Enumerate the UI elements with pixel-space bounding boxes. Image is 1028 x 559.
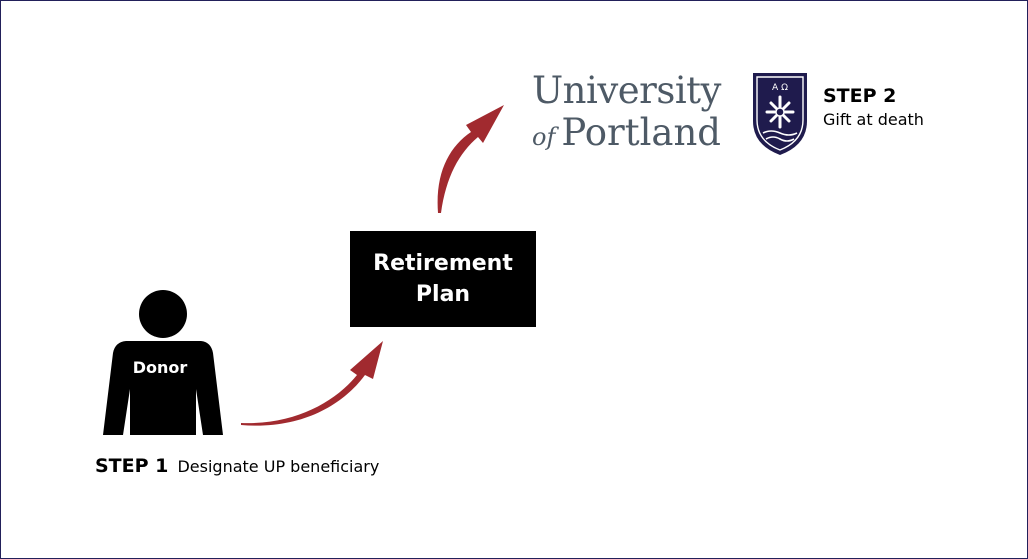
logo-portland: Portland	[561, 111, 721, 154]
shield-letters: A Ω	[772, 83, 788, 93]
step2-title: STEP 2	[823, 85, 897, 107]
step1-description: Designate UP beneficiary	[177, 457, 380, 476]
step2-caption: STEP 2 Gift at death	[823, 83, 924, 131]
donor-silhouette-icon	[103, 290, 223, 435]
donor-label: Donor	[132, 358, 188, 377]
arrow-donor-to-plan	[241, 341, 383, 426]
retirement-plan-line1: Retirement	[373, 251, 513, 276]
arrow-plan-to-university	[437, 105, 504, 213]
logo-of: of	[532, 123, 556, 151]
logo-line1: University	[532, 69, 721, 112]
retirement-plan-line2: Plan	[415, 282, 471, 307]
university-shield-icon: A Ω	[753, 73, 807, 155]
step1-caption: STEP 1 Designate UP beneficiary	[95, 455, 379, 477]
retirement-plan-box: Retirement Plan	[350, 231, 536, 327]
step1-title: STEP 1	[95, 455, 169, 477]
step2-description: Gift at death	[823, 110, 924, 129]
